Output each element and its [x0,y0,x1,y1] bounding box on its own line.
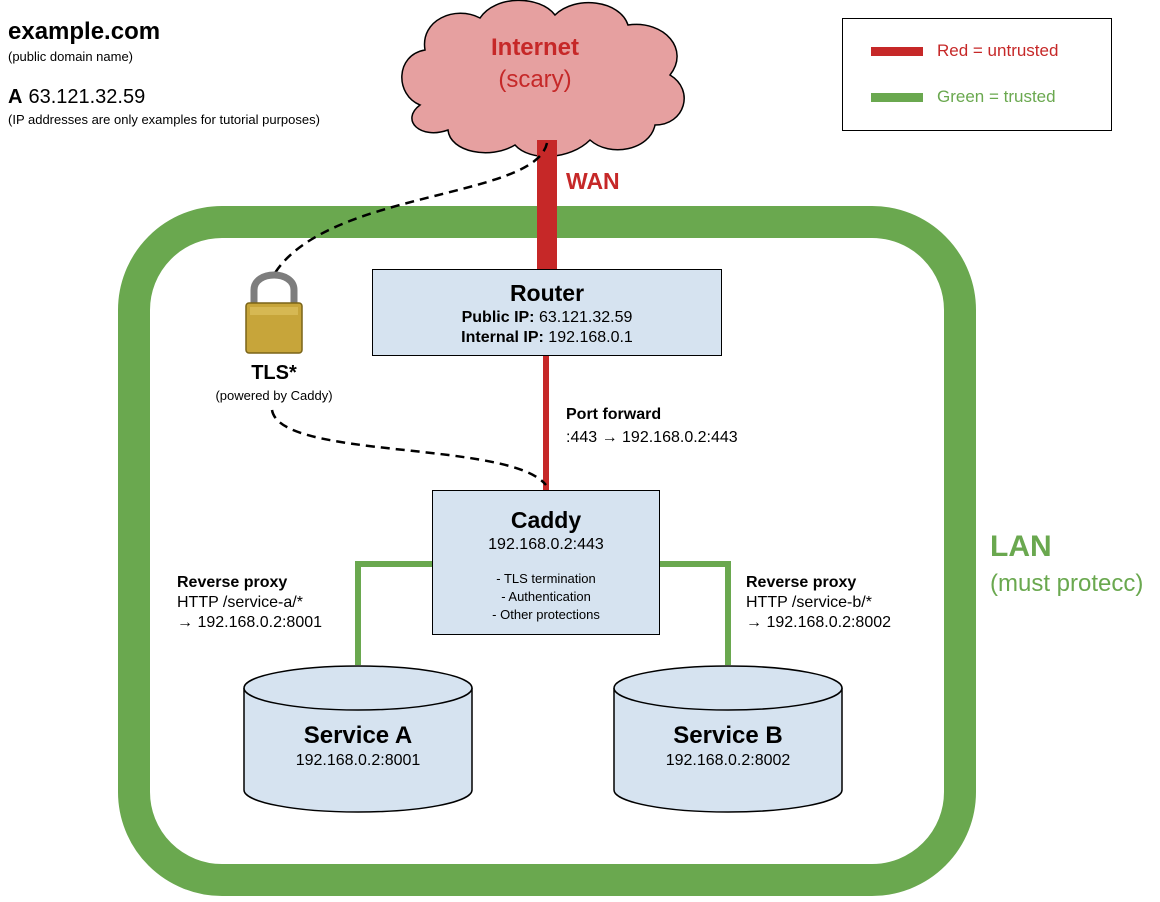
legend-untrusted: Red = untrusted [871,41,1058,61]
wan-label: WAN [566,168,620,194]
public-ip-label: Public IP: [461,309,535,326]
port-forward-title: Port forward [566,406,662,423]
caddy-title: Caddy [510,507,582,533]
domain-name: example.com [8,18,161,45]
service-a-title: Service A [303,722,413,749]
internal-ip-value: 192.168.0.1 [548,329,633,346]
lan-label: LAN [990,530,1052,563]
reverse-proxy-a-path: HTTP /service-a/* [177,594,303,611]
service-b-label: Service B 192.168.0.2:8002 [614,722,842,770]
reverse-proxy-a-title: Reverse proxy [177,574,288,591]
caddy-feature: - Authentication [501,589,591,604]
service-b-cylinder [613,665,843,813]
router-box: Router Public IP: 63.121.32.59 Internal … [372,269,722,356]
caddy-feature: - TLS termination [496,571,596,586]
router-title: Router [509,280,585,306]
reverse-proxy-b-target: → 192.168.0.2:8002 [746,614,892,631]
reverse-proxy-b-path: HTTP /service-b/* [746,594,872,611]
legend-untrusted-swatch [871,46,923,56]
reverse-proxy-b-title: Reverse proxy [746,574,857,591]
domain-note: (public domain name) [8,49,134,64]
public-ip-value: 63.121.32.59 [538,309,633,326]
internet-cloud [401,0,685,158]
reverse-proxy-a: Reverse proxy HTTP /service-a/* → 192.16… [177,574,322,632]
internal-ip-label: Internal IP: [461,329,544,346]
tls-dashed-path-lower [270,409,547,486]
service-a-cylinder [243,665,473,813]
internet-title: Internet [490,34,579,61]
legend-trusted-swatch [871,92,923,102]
reverse-proxy-a-target: → 192.168.0.2:8001 [177,614,323,631]
record-ip: 63.121.32.59 [28,86,146,108]
legend-trusted-label: Green = trusted [937,87,1056,106]
legend-trusted: Green = trusted [871,87,1056,107]
caddy-address: 192.168.0.2:443 [488,536,604,553]
reverse-proxy-b: Reverse proxy HTTP /service-b/* → 192.16… [746,574,891,632]
port-forward-link [543,356,549,491]
router-public-ip: Public IP: 63.121.32.59 [373,309,721,327]
padlock-icon [245,271,303,354]
service-b-address: 192.168.0.2:8002 [665,752,791,769]
legend: Red = untrusted Green = trusted [842,18,1112,131]
tls-title: TLS* [251,362,297,384]
tls-subtitle: (powered by Caddy) [215,388,333,403]
wan-link [537,140,557,270]
caddy-to-service-a-link [355,561,432,665]
ip-note: (IP addresses are only examples for tuto… [8,112,320,127]
service-b-title: Service B [673,722,783,749]
caddy-feature: - Other protections [492,607,600,622]
lan-subtitle: (must protecc) [990,570,1144,597]
service-a-label: Service A 192.168.0.2:8001 [244,722,472,770]
service-a-address: 192.168.0.2:8001 [295,752,421,769]
legend-untrusted-label: Red = untrusted [937,41,1059,60]
caddy-box: Caddy 192.168.0.2:443 - TLS termination … [432,490,660,635]
caddy-features: - TLS termination - Authentication - Oth… [433,570,659,624]
router-internal-ip: Internal IP: 192.168.0.1 [373,329,721,347]
port-forward-rule: :443 → 192.168.0.2:443 [566,429,738,446]
tls-dashed-path [270,142,549,279]
record-type: A [8,86,23,108]
caddy-to-service-b-link [660,561,731,665]
internet-subtitle: (scary) [498,66,572,93]
